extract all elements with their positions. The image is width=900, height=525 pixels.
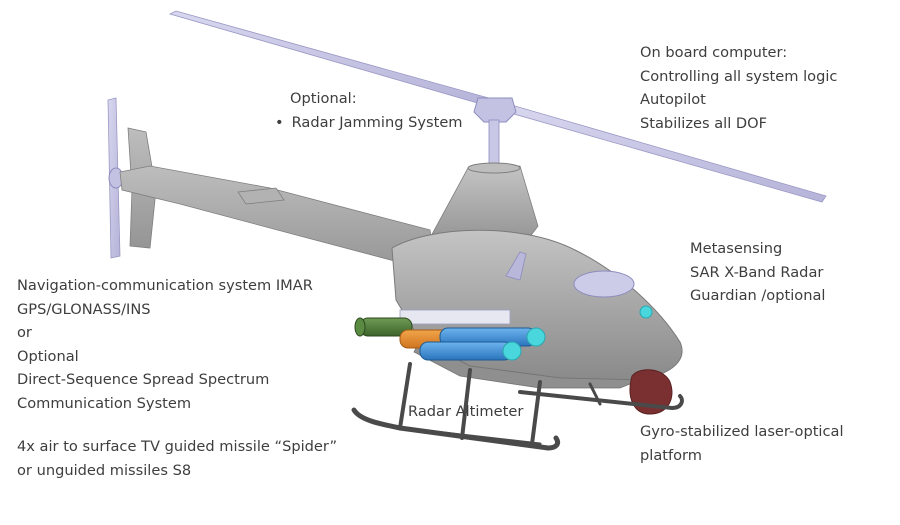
metasensing-line-1: Metasensing (690, 240, 783, 257)
missiles-line-2: or unguided missiles S8 (17, 461, 192, 479)
sar-radar-dome (573, 270, 635, 298)
navigation-line-6: Communication System (17, 394, 192, 412)
onboard-computer-line-2: Autopilot (640, 91, 706, 108)
onboard-computer-title: On board computer: (640, 44, 788, 61)
optional-jamming-callout: Optional: Radar Jamming System (290, 87, 463, 134)
horizontal-stabilizer (237, 187, 285, 205)
navigation-line-2: GPS/GLONASS/INS (17, 300, 151, 318)
optional-jamming-title: Optional: (290, 90, 357, 107)
onboard-computer-line-1: Controlling all system logic (640, 67, 838, 85)
antenna-fin (505, 251, 527, 281)
tail-boom (119, 165, 437, 273)
rotor-hub (473, 97, 517, 123)
onboard-computer-callout: On board computer: Controlling all syste… (640, 41, 837, 135)
missile-green (354, 317, 413, 337)
tail-rotor (107, 97, 124, 259)
navigation-line-3: or (17, 324, 32, 341)
navigation-callout: Navigation-communication system IMAR GPS… (17, 274, 313, 415)
gyro-platform-line-1: Gyro-stabilized laser-optical (640, 423, 844, 440)
missiles-line-1: 4x air to surface TV guided missile “Spi… (17, 438, 338, 455)
missile-pylon (399, 309, 511, 325)
radar-altimeter-label: Radar Altimeter (408, 403, 524, 420)
missiles-callout: 4x air to surface TV guided missile “Spi… (17, 435, 337, 482)
landing-skids (351, 362, 684, 451)
navigation-line-4: Optional (17, 347, 79, 365)
optional-jamming-bullet-text: Radar Jamming System (291, 113, 463, 131)
optional-jamming-bullet: Radar Jamming System (275, 111, 463, 135)
metasensing-callout: Metasensing SAR X-Band Radar Guardian /o… (690, 237, 825, 308)
metasensing-line-3: Guardian /optional (690, 287, 826, 304)
onboard-computer-line-3: Stabilizes all DOF (640, 114, 768, 132)
missile-blue-lower (419, 341, 522, 361)
navigation-line-1: Navigation-communication system IMAR (17, 277, 313, 294)
cowling-intake (467, 162, 521, 174)
metasensing-line-2: SAR X-Band Radar (690, 263, 824, 281)
sensor-cyan-dot (639, 305, 653, 319)
navigation-line-5: Direct-Sequence Spread Spectrum (17, 371, 270, 388)
rotor-mast (488, 119, 500, 169)
main-rotor (168, 10, 827, 203)
gyro-platform-line-2: platform (640, 446, 703, 464)
gyro-platform-callout: Gyro-stabilized laser-optical platform (640, 420, 844, 467)
